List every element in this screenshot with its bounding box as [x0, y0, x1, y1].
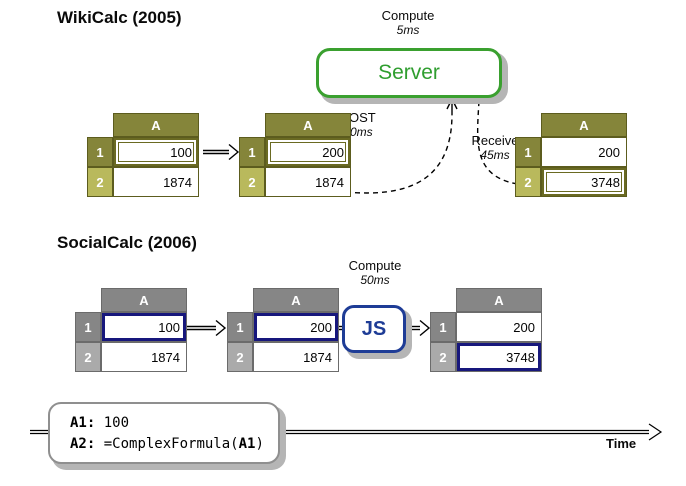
js-compute-time: 50ms: [360, 273, 390, 287]
cell-a1: 200: [265, 137, 351, 167]
row-header-2: 2: [227, 342, 253, 372]
row-header-2: 2: [239, 167, 265, 197]
cell-a1: 100: [101, 312, 187, 342]
corner-cell: [87, 113, 113, 137]
socialcalc-table-1: A 1 100 2 1874: [75, 288, 187, 372]
cell-a1: 200: [541, 137, 627, 167]
corner-cell: [515, 113, 541, 137]
column-header: A: [113, 113, 199, 137]
cell-a2: 1874: [265, 167, 351, 197]
js-box: JS: [342, 305, 406, 353]
server-compute-time: 5ms: [396, 23, 420, 37]
row-header-1: 1: [430, 312, 456, 342]
row-header-2: 2: [87, 167, 113, 197]
cell-a2: 1874: [101, 342, 187, 372]
row-header-2: 2: [515, 167, 541, 197]
formula-a1-key: A1:: [70, 415, 96, 431]
corner-cell: [239, 113, 265, 137]
corner-cell: [75, 288, 101, 312]
row-header-1: 1: [239, 137, 265, 167]
column-header: A: [253, 288, 339, 312]
server-label: Server: [378, 61, 440, 84]
row-header-1: 1: [75, 312, 101, 342]
cell-a2: 3748: [456, 342, 542, 372]
column-header: A: [265, 113, 351, 137]
arrow-socialcalc-edit: [184, 319, 227, 337]
formula-a2-pre: =ComplexFormula(: [103, 436, 239, 452]
formula-line-2: A2: =ComplexFormula(A1): [70, 434, 278, 455]
socialcalc-title: SocialCalc (2006): [57, 233, 197, 252]
formula-a1-value: 100: [103, 415, 130, 431]
row-header-1: 1: [515, 137, 541, 167]
cell-a2: 1874: [253, 342, 339, 372]
formula-a2-arg: A1: [238, 436, 256, 452]
cell-a2: 1874: [113, 167, 199, 197]
row-header-1: 1: [227, 312, 253, 342]
corner-cell: [227, 288, 253, 312]
arrow-wikicalc-edit: [203, 143, 240, 161]
js-compute-text: Compute: [348, 258, 402, 273]
row-header-2: 2: [75, 342, 101, 372]
column-header: A: [541, 113, 627, 137]
wikicalc-table-3: A 1 200 2 3748: [515, 113, 627, 197]
formula-line-1: A1: 100: [70, 413, 278, 434]
wikicalc-title: WikiCalc (2005): [57, 8, 182, 27]
server-box: Server: [316, 48, 502, 98]
socialcalc-table-3: A 1 200 2 3748: [430, 288, 542, 372]
column-header: A: [456, 288, 542, 312]
cell-a1: 200: [456, 312, 542, 342]
column-header: A: [101, 288, 187, 312]
corner-cell: [430, 288, 456, 312]
formula-a2-post: ): [255, 436, 264, 452]
formula-box: A1: 100 A2: =ComplexFormula(A1): [48, 402, 280, 464]
wikicalc-table-2: A 1 200 2 1874: [239, 113, 351, 197]
cell-a1: 200: [253, 312, 339, 342]
cell-a1: 100: [113, 137, 199, 167]
row-header-2: 2: [430, 342, 456, 372]
socialcalc-table-2: A 1 200 2 1874: [227, 288, 339, 372]
arrow-from-js: [404, 319, 431, 337]
formula-a2-key: A2:: [70, 436, 96, 452]
server-compute-label: Compute 5ms: [358, 8, 458, 38]
row-header-1: 1: [87, 137, 113, 167]
js-label: JS: [361, 317, 387, 340]
time-label: Time: [606, 436, 637, 451]
server-compute-text: Compute: [381, 8, 435, 23]
wikicalc-table-1: A 1 100 2 1874: [87, 113, 199, 197]
js-compute-label: Compute 50ms: [333, 258, 417, 288]
cell-a2: 3748: [541, 167, 627, 197]
